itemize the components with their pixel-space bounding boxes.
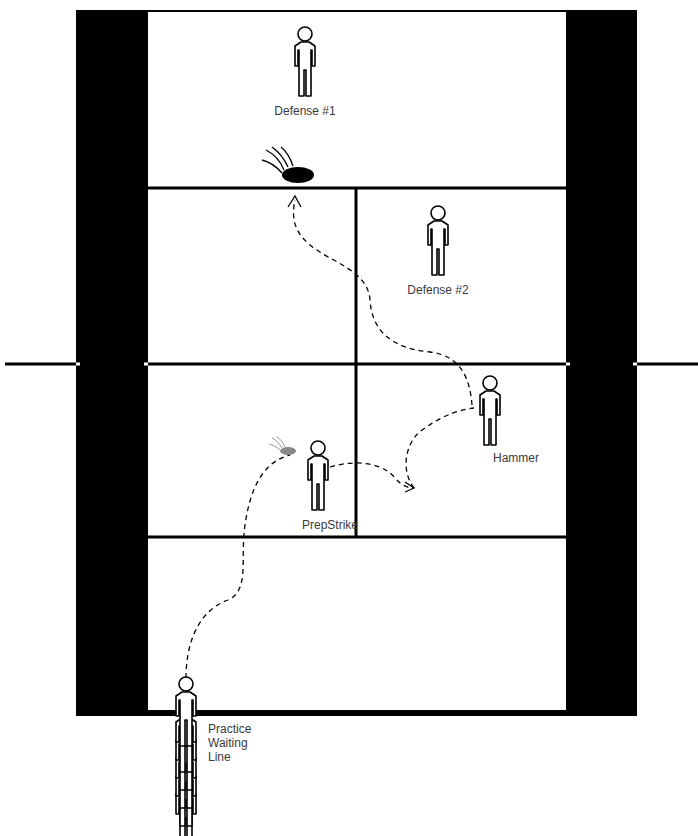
player-label: Hammer (481, 451, 551, 465)
hammer-figure (480, 376, 500, 445)
field-lines (5, 188, 698, 537)
disc-small (280, 447, 296, 455)
defender-figure (428, 206, 448, 275)
arrow-head (405, 482, 414, 492)
prepstrike-figure (308, 441, 328, 510)
run-paths (186, 200, 474, 678)
field-interior (148, 12, 566, 710)
waiting-figure (176, 677, 196, 746)
defender-figure (295, 27, 315, 96)
player-label: Defense #1 (260, 104, 350, 118)
arrow-head (288, 196, 301, 207)
player-label: PrepStrike (290, 518, 370, 532)
disc (282, 167, 314, 183)
line-gaps (76, 363, 637, 366)
player-label: Practice Waiting Line (208, 722, 268, 764)
player-label: Defense #2 (393, 283, 483, 297)
disc-motion (262, 147, 293, 173)
disc-motion-small (269, 437, 285, 450)
